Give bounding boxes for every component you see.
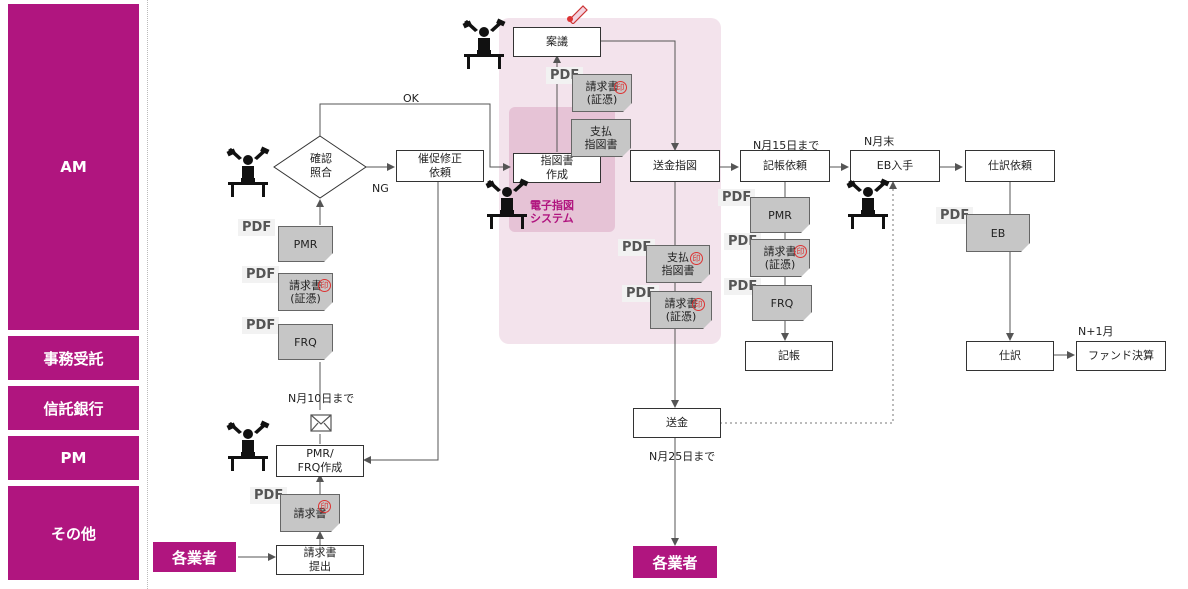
envelope-icon [310,414,332,432]
seal-icon: 印 [692,298,705,311]
vendor-tag-left: 各業者 [153,542,236,572]
pdf-tag: PDF [238,219,276,236]
shiwake-irai-box: 仕訳依頼 [965,150,1055,182]
pdf-tag: PDF [622,285,660,302]
pdf-tag: PDF [936,207,974,224]
busy-worker-icon [462,18,506,69]
shijisho-sakusei-box: 指図書 作成 [513,153,601,183]
busy-worker-icon [226,146,270,197]
lane-sonota: その他 [8,486,139,580]
shiwake-box: 仕訳 [966,341,1054,371]
ng-label: NG [372,182,389,195]
pmr-kicho-document: PMR [750,197,810,233]
seal-icon: 印 [318,500,331,513]
frq-kicho-document: FRQ [752,285,812,321]
busy-worker-icon [226,420,270,471]
pencil-icon [567,5,588,24]
shiharai-shizusho-document: 支払 指図書 [571,119,631,157]
seikyusho-kicho-document: 請求書 (証憑) [750,239,810,277]
ok-label: OK [403,92,419,105]
n-plus-1-label: N+1月 [1078,325,1114,338]
kicho-box: 記帳 [745,341,833,371]
seal-icon: 印 [318,279,331,292]
lane-shintaku-ginko: 信託銀行 [8,386,139,430]
n10-label: N月10日まで [288,392,355,405]
sokin-box: 送金 [633,408,721,438]
eb-nyushu-box: EB入手 [850,150,940,182]
lane-divider [147,0,148,589]
shiharai-shizusho-document-2: 支払 指図書 [646,245,710,283]
busy-worker-icon [485,178,529,229]
pdf-tag: PDF [250,487,288,504]
pmr-frq-sakusei-box: PMR/ FRQ作成 [276,445,364,477]
seal-icon: 印 [690,252,703,265]
system-label: 電子指図 システム [530,199,574,225]
frq-document: FRQ [278,324,333,360]
kakunin-shogo-label: 確認 照合 [310,152,332,179]
seikyusho-teishutsu-box: 請求書 提出 [276,545,364,575]
saisoku-shusei-box: 催促修正 依頼 [396,150,484,182]
seal-icon: 印 [794,245,807,258]
fund-kessan-box: ファンド決算 [1076,341,1166,371]
n25-label: N月25日まで [649,450,716,463]
kicho-irai-box: 記帳依頼 [740,150,830,182]
pdf-tag: PDF [242,317,280,334]
pdf-tag: PDF [724,278,762,295]
eb-document: EB [966,214,1030,252]
sokin-shizu-box: 送金指図 [630,150,720,182]
pmr-document: PMR [278,226,333,262]
busy-worker-icon [846,178,890,229]
vendor-tag-bottom: 各業者 [633,546,717,578]
seikyusho-pm-document: 請求書 [280,494,340,532]
pdf-tag: PDF [718,189,756,206]
ringi-box: 案議 [513,27,601,57]
pdf-tag: PDF [618,239,656,256]
lane-pm: PM [8,436,139,480]
n-end-label: N月末 [864,135,895,148]
seikyusho-sokin-document: 請求書 (証憑) [650,291,712,329]
seal-icon: 印 [614,81,627,94]
pdf-tag: PDF [242,266,280,283]
n15-label: N月15日まで [753,139,820,152]
lane-am: AM [8,4,139,330]
lane-jimu-jutaku: 事務受託 [8,336,139,380]
